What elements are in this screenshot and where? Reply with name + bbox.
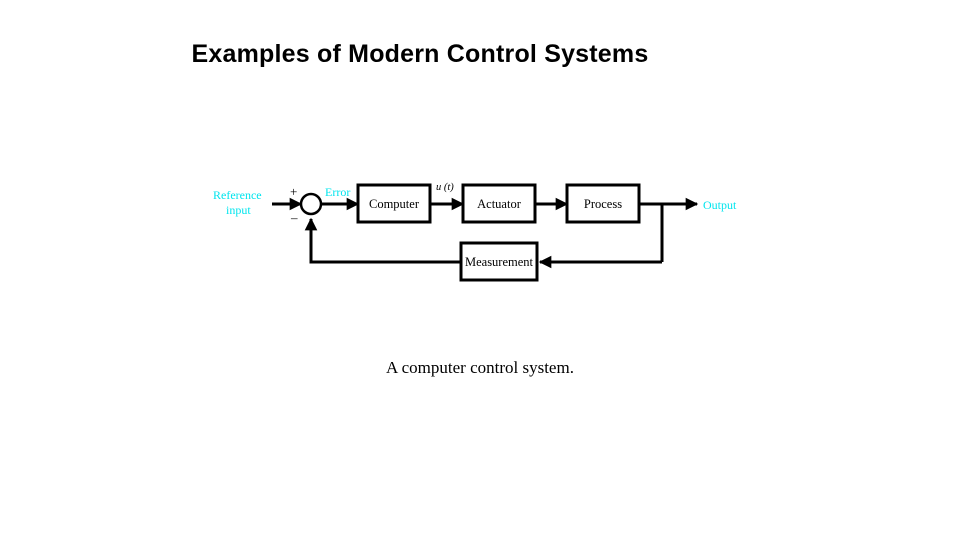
block-computer-label: Computer [369,197,420,211]
output-label: Output [703,198,737,212]
block-process-label: Process [584,197,622,211]
summing-junction [299,192,323,216]
feedback-return-wire [304,217,461,264]
control-signal-label: u (t) [436,182,454,193]
block-measurement-label: Measurement [465,255,534,269]
summing-junction-plus-sign: + [290,184,297,199]
error-label: Error [325,185,350,199]
reference-input-label-line2: input [226,203,251,217]
reference-input-label-line1: Reference [213,188,262,202]
block-actuator-label: Actuator [477,197,522,211]
summing-junction-minus-sign: – [290,210,298,225]
figure-caption: A computer control system. [386,358,574,377]
block-process [565,183,641,224]
page-title: Examples of Modern Control Systems [191,40,649,68]
